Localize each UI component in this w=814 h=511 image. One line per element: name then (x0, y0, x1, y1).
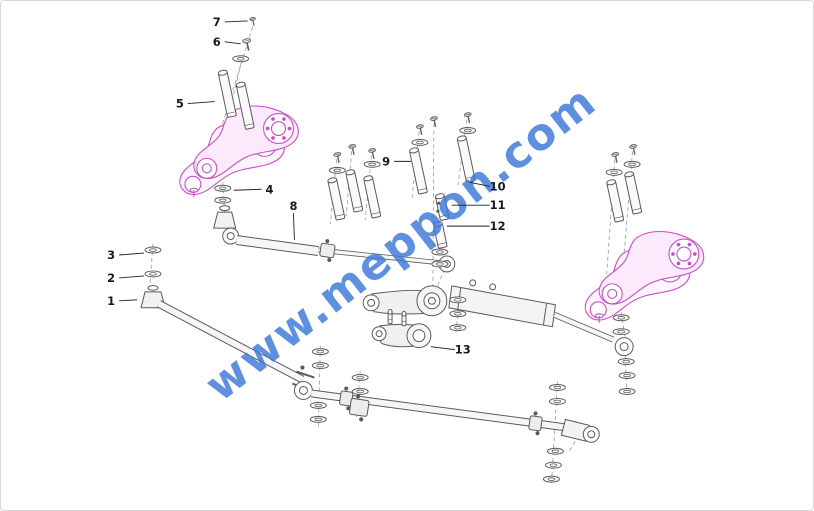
assembly-axis-line (317, 345, 321, 428)
washer (311, 362, 329, 370)
washer (232, 55, 250, 63)
washer (309, 415, 327, 423)
hardware-fasteners (144, 16, 643, 483)
callout-leader-line (469, 181, 490, 187)
washer (431, 248, 449, 256)
washer (449, 296, 467, 304)
kingpin-pin (387, 308, 393, 325)
washer (214, 196, 232, 204)
washer (548, 383, 566, 391)
washer (309, 401, 327, 409)
callout-leader-line (119, 275, 145, 279)
washer (351, 374, 369, 382)
washer (449, 310, 467, 318)
tie-rod-bottom (293, 381, 600, 443)
center-steering-lever (362, 285, 448, 349)
washer (542, 475, 560, 483)
mounting-screw (416, 124, 424, 135)
washer (605, 168, 623, 176)
washer (544, 461, 562, 469)
mounting-screw (430, 116, 438, 127)
washer (618, 387, 636, 395)
assembly-axis-line (208, 26, 253, 169)
washer (623, 160, 641, 168)
pin-port-dot (437, 201, 441, 205)
kingpin-pin (363, 175, 382, 219)
washer (311, 348, 329, 356)
callout-leader-line (119, 252, 145, 256)
kingpin-pin (606, 179, 625, 223)
mounting-screw (611, 152, 620, 163)
washer (214, 184, 232, 192)
callout-leader-line (233, 188, 262, 191)
washer (328, 166, 346, 174)
callout-number-12: 12 (490, 219, 506, 233)
callout-number-10: 10 (490, 179, 506, 193)
callout-number-13: 13 (455, 343, 471, 357)
callout-leader-line (119, 299, 138, 302)
washer (546, 447, 564, 455)
callout-number-6: 6 (213, 35, 221, 49)
main-parts (140, 105, 705, 443)
callout-leader-line (292, 213, 295, 241)
washer (459, 127, 477, 134)
mounting-screw (242, 38, 252, 51)
mounting-screw (333, 152, 342, 163)
mounting-screw (368, 148, 376, 159)
washer (144, 246, 162, 254)
assembly-axis-line (569, 429, 583, 452)
washer (612, 314, 630, 322)
washer (363, 160, 381, 168)
callout-number-3: 3 (107, 248, 115, 262)
callout-leader-line (187, 101, 215, 105)
callout-number-8: 8 (289, 199, 297, 213)
kingpin-pin (624, 171, 643, 215)
kingpin-pin (327, 177, 346, 221)
pin-port-dot (436, 209, 440, 213)
kingpin-pin (456, 135, 476, 183)
washer (618, 372, 636, 380)
steering-arm-left (179, 105, 299, 198)
assembly-axis-line (551, 381, 558, 486)
mounting-screw (463, 112, 472, 123)
kingpin-pin (409, 147, 428, 195)
kingpin-pin (345, 169, 364, 213)
assembly-axis-line (620, 311, 627, 344)
mounting-screw (629, 144, 637, 155)
assembly-axis-line (435, 255, 451, 291)
washer (351, 387, 369, 395)
washer (617, 358, 635, 366)
kingpin-pin (401, 310, 407, 327)
kingpin-pin (217, 69, 237, 118)
callout-number-9: 9 (382, 154, 390, 168)
assembly-axis-line (432, 116, 435, 292)
kingpin-pin (235, 81, 255, 130)
washer (449, 324, 467, 332)
mounting-screw (348, 144, 357, 155)
callout-number-1: 1 (107, 294, 115, 308)
callout-leader-line (430, 346, 455, 351)
washer (548, 397, 566, 405)
washer (411, 138, 429, 146)
callout-number-2: 2 (107, 271, 115, 285)
kingpin-pin (432, 221, 448, 249)
washer (144, 270, 162, 278)
assembly-axis-line (604, 152, 616, 296)
callout-number-7: 7 (213, 15, 221, 29)
callout-number-4: 4 (266, 182, 274, 196)
callout-number-11: 11 (490, 198, 506, 212)
callout-leader-line (224, 41, 241, 45)
callout-number-5: 5 (176, 97, 184, 111)
steering-arm-right (584, 230, 705, 324)
callout-leader-line (224, 20, 248, 23)
washer (612, 328, 630, 336)
steering-cylinder (448, 279, 634, 357)
mounting-screw (249, 16, 256, 26)
washer (431, 260, 449, 268)
